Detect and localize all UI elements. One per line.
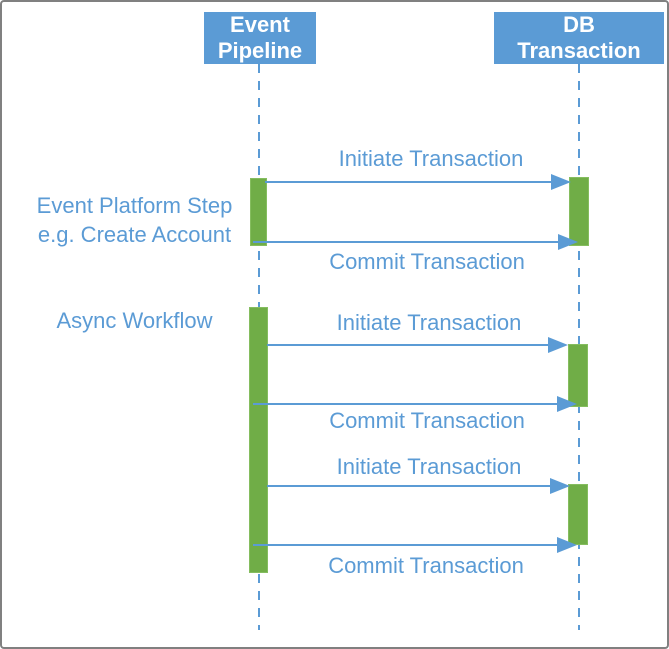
message-arrow-initiate-1 — [265, 174, 571, 190]
arrow-head-icon — [558, 234, 578, 250]
message-label-commit-3: Commit Transaction — [328, 553, 524, 578]
arrow-head-icon — [551, 174, 571, 190]
arrow-head-icon — [557, 537, 577, 553]
annotation-event-platform-step-line1: Event Platform Step — [36, 193, 233, 218]
message-label-initiate-2: Initiate Transaction — [336, 310, 522, 335]
message-arrow-initiate-2 — [267, 337, 568, 353]
activation-bar-db-transaction-2 — [568, 344, 588, 407]
message-label-commit-1: Commit Transaction — [329, 249, 525, 274]
message-label-initiate-1: Initiate Transaction — [338, 146, 524, 171]
message-arrow-commit-2 — [253, 396, 577, 412]
actor-box-event-pipeline: Event Pipeline — [204, 12, 316, 64]
message-label-commit-2: Commit Transaction — [329, 408, 525, 433]
actor-box-db-transaction: DB Transaction — [494, 12, 664, 64]
arrow-head-icon — [550, 478, 570, 494]
message-arrow-commit-3 — [253, 537, 577, 553]
actor-event-pipeline-line1: Event — [230, 12, 290, 37]
message-arrow-commit-1 — [253, 234, 578, 250]
message-arrow-initiate-3 — [267, 478, 570, 494]
actor-event-pipeline-line2: Pipeline — [217, 38, 303, 63]
activation-bar-async-workflow — [249, 307, 268, 573]
activation-bar-db-transaction-3 — [568, 484, 588, 545]
actor-db-transaction-line2: Transaction — [517, 38, 641, 63]
annotation-event-platform-step: Event Platform Step e.g. Create Account — [17, 191, 252, 249]
activation-bar-event-pipeline-step — [250, 178, 267, 246]
annotation-async-workflow: Async Workflow — [56, 308, 213, 333]
annotation-event-platform-step-line2: e.g. Create Account — [37, 222, 232, 247]
arrow-head-icon — [548, 337, 568, 353]
message-label-initiate-3: Initiate Transaction — [336, 454, 522, 479]
activation-bar-db-transaction-1 — [569, 177, 589, 246]
arrow-head-icon — [557, 396, 577, 412]
actor-db-transaction-line1: DB — [563, 12, 595, 37]
